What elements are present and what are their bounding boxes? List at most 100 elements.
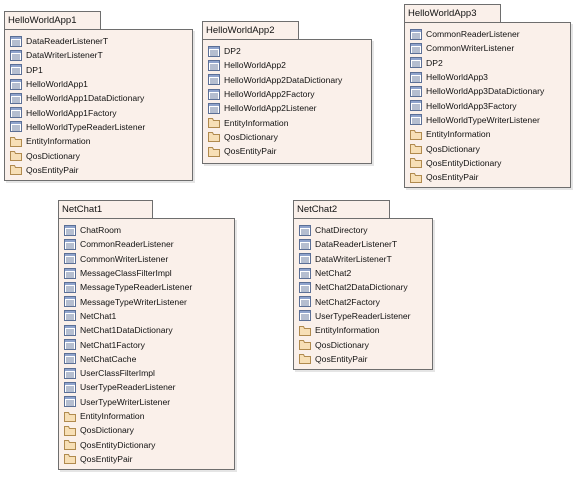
class-item[interactable]: HelloWorldApp1 (10, 77, 190, 91)
item-label: EntityInformation (80, 411, 145, 421)
class-icon (208, 45, 220, 57)
package-folder-item[interactable]: QosDictionary (10, 148, 190, 162)
class-item[interactable]: CommonWriterListener (64, 252, 232, 266)
package-folder-item[interactable]: QosEntityPair (64, 452, 232, 466)
package-folder-item[interactable]: QosEntityPair (299, 352, 430, 366)
item-label: CommonReaderListener (426, 29, 520, 40)
class-item[interactable]: MessageTypeReaderListener (64, 280, 232, 294)
class-icon (410, 114, 422, 126)
class-icon (208, 59, 220, 71)
package-folder-item[interactable]: QosEntityDictionary (64, 437, 232, 451)
package-folder-item[interactable]: QosEntityPair (10, 163, 190, 177)
class-item[interactable]: CommonReaderListener (64, 237, 232, 251)
item-label: CommonWriterListener (80, 253, 169, 264)
class-item[interactable]: DataReaderListenerT (299, 237, 430, 251)
package-folder-item[interactable]: QosDictionary (208, 130, 369, 144)
class-item[interactable]: NetChat2 (299, 266, 430, 280)
class-item[interactable]: UserTypeWriterListener (64, 395, 232, 409)
class-item[interactable]: HelloWorldApp3 (410, 70, 568, 84)
class-item[interactable]: HelloWorldApp2Factory (208, 87, 369, 101)
class-item[interactable]: NetChat2DataDictionary (299, 280, 430, 294)
class-item[interactable]: DataWriterListenerT (10, 48, 190, 62)
class-item[interactable]: HelloWorldApp3Factory (410, 98, 568, 112)
item-label: UserTypeReaderListener (315, 310, 411, 321)
class-item[interactable]: MessageTypeWriterListener (64, 294, 232, 308)
item-label: QosEntityPair (426, 172, 479, 183)
item-label: NetChat2 (315, 268, 352, 279)
item-label: DP2 (426, 57, 443, 68)
class-item[interactable]: ChatRoom (64, 223, 232, 237)
package-folder-item[interactable]: QosDictionary (410, 141, 568, 155)
class-item[interactable]: HelloWorldApp1Factory (10, 105, 190, 119)
class-item[interactable]: CommonReaderListener (410, 27, 568, 41)
class-item[interactable]: MessageClassFilterImpl (64, 266, 232, 280)
folder-icon (10, 164, 22, 176)
folder-icon (208, 117, 220, 129)
class-icon (64, 224, 76, 236)
folder-icon (64, 425, 76, 436)
class-item[interactable]: HelloWorldApp1DataDictionary (10, 91, 190, 105)
class-item[interactable]: UserTypeReaderListener (64, 380, 232, 394)
class-item[interactable]: CommonWriterListener (410, 41, 568, 55)
class-item[interactable]: DP2 (208, 44, 369, 58)
folder-icon (208, 131, 220, 143)
package-folder-item[interactable]: EntityInformation (64, 409, 232, 423)
class-icon (64, 339, 76, 351)
class-icon (64, 267, 76, 279)
class-item[interactable]: NetChat1DataDictionary (64, 323, 232, 337)
class-icon (64, 353, 76, 365)
class-item[interactable]: UserClassFilterImpl (64, 366, 232, 380)
class-item[interactable]: HelloWorldApp2DataDictionary (208, 73, 369, 87)
folder-icon (410, 129, 422, 140)
class-item[interactable]: NetChat1 (64, 309, 232, 323)
class-item[interactable]: HelloWorldApp2Listener (208, 101, 369, 115)
item-label: EntityInformation (224, 117, 289, 128)
package-folder-item[interactable]: EntityInformation (208, 115, 369, 129)
folder-icon (208, 146, 220, 157)
package-tab: NetChat2 (293, 200, 390, 219)
item-label: UserTypeReaderListener (80, 382, 176, 393)
item-label: HelloWorldApp1DataDictionary (26, 93, 145, 104)
class-item[interactable]: DP1 (10, 63, 190, 77)
package-folder-item[interactable]: QosDictionary (299, 337, 430, 351)
package-folder-item[interactable]: QosDictionary (64, 423, 232, 437)
class-item[interactable]: DP2 (410, 56, 568, 70)
item-label: DataReaderListenerT (315, 239, 398, 250)
class-item[interactable]: HelloWorldApp2 (208, 58, 369, 72)
class-icon (64, 296, 76, 308)
item-label: QosEntityDictionary (80, 439, 156, 450)
class-item[interactable]: HelloWorldTypeReaderListener (10, 120, 190, 134)
class-item[interactable]: DataReaderListenerT (10, 34, 190, 48)
class-icon (10, 78, 22, 90)
item-label: DP1 (26, 64, 43, 75)
class-item[interactable]: NetChatCache (64, 352, 232, 366)
class-icon (64, 367, 76, 379)
class-item[interactable]: NetChat1Factory (64, 337, 232, 351)
class-item[interactable]: HelloWorldApp3DataDictionary (410, 84, 568, 98)
package-folder-item[interactable]: QosEntityPair (208, 144, 369, 158)
class-item[interactable]: NetChat2Factory (299, 294, 430, 308)
item-label: HelloWorldTypeReaderListener (26, 121, 146, 132)
folder-icon (410, 143, 422, 155)
item-label: EntityInformation (315, 325, 380, 336)
class-item[interactable]: HelloWorldTypeWriterListener (410, 113, 568, 127)
class-icon (208, 88, 220, 100)
item-label: HelloWorldTypeWriterListener (426, 114, 540, 125)
class-item[interactable]: UserTypeReaderListener (299, 309, 430, 323)
class-item[interactable]: DataWriterListenerT (299, 252, 430, 266)
package-folder-item[interactable]: EntityInformation (299, 323, 430, 337)
package-tab: HelloWorldApp1 (4, 11, 101, 30)
package-folder-item[interactable]: EntityInformation (410, 127, 568, 141)
class-icon (410, 85, 422, 97)
package-folder-item[interactable]: QosEntityDictionary (410, 156, 568, 170)
class-item[interactable]: ChatDirectory (299, 223, 430, 237)
package-folder-item[interactable]: QosEntityPair (410, 170, 568, 184)
package-folder-item[interactable]: EntityInformation (10, 134, 190, 148)
